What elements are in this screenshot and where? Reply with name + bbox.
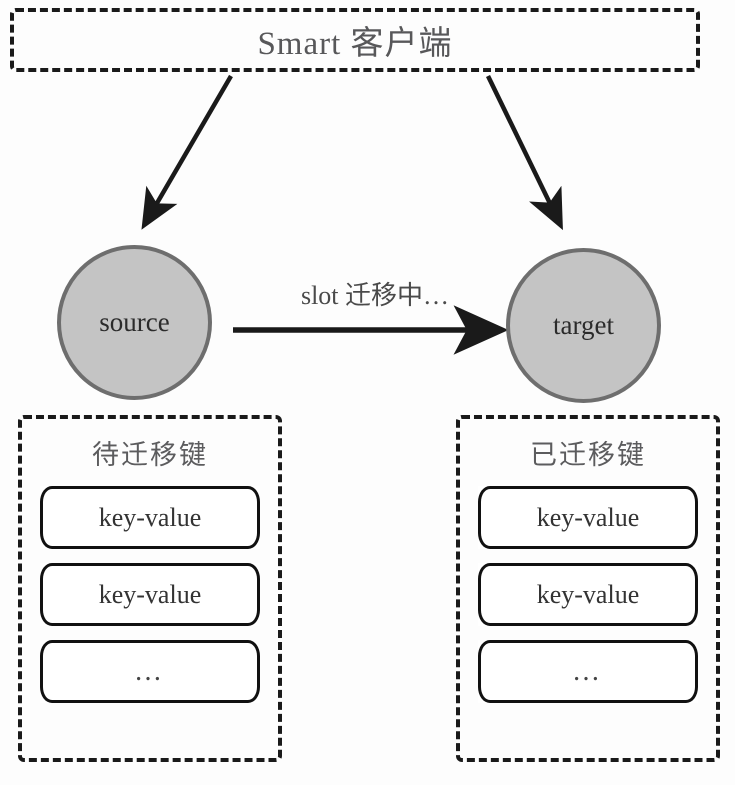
panel-pending-title: 待迁移键 bbox=[92, 440, 208, 470]
smart-client-box: Smart 客户端 bbox=[10, 8, 700, 72]
kv-frame bbox=[478, 640, 698, 703]
kv-frame bbox=[478, 486, 698, 549]
smart-client-label: Smart 客户端 bbox=[257, 26, 453, 62]
kv-label: key-value bbox=[98, 502, 202, 532]
list-item[interactable]: key-value bbox=[40, 563, 260, 626]
node-target[interactable]: target bbox=[506, 248, 661, 403]
kv-ellipsis-label: … bbox=[572, 655, 604, 687]
node-target-label: target bbox=[553, 310, 614, 340]
kv-frame bbox=[478, 563, 698, 626]
kv-label: key-value bbox=[536, 502, 640, 532]
panel-migrated-title: 已迁移键 bbox=[530, 440, 646, 470]
kv-label: key-value bbox=[98, 579, 202, 609]
kv-frame bbox=[40, 640, 260, 703]
arrow-client-to-target bbox=[485, 75, 563, 231]
panel-migrated-keys: 已迁移键 key-value key-value … bbox=[456, 415, 720, 762]
kv-ellipsis-label: … bbox=[134, 655, 166, 687]
node-source[interactable]: source bbox=[57, 245, 212, 400]
list-item[interactable]: key-value bbox=[40, 486, 260, 549]
kv-frame bbox=[40, 563, 260, 626]
node-source-label: source bbox=[99, 307, 170, 337]
panel-pending-keys: 待迁移键 key-value key-value … bbox=[18, 415, 282, 762]
list-item-more[interactable]: … bbox=[40, 640, 260, 703]
slot-migration-label: slot 迁移中… bbox=[300, 281, 450, 310]
arrow-client-to-source bbox=[141, 74, 233, 230]
kv-label: key-value bbox=[536, 579, 640, 609]
list-item[interactable]: key-value bbox=[478, 486, 698, 549]
list-item-more[interactable]: … bbox=[478, 640, 698, 703]
kv-frame bbox=[40, 486, 260, 549]
list-item[interactable]: key-value bbox=[478, 563, 698, 626]
